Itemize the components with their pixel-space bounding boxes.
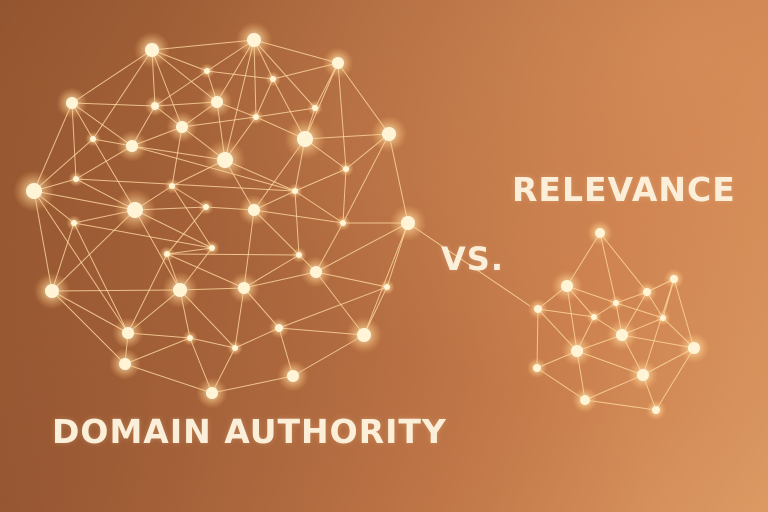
network-node [126, 140, 138, 152]
network-node [384, 284, 390, 290]
network-node [297, 131, 313, 147]
network-edge [294, 168, 347, 192]
network-node [145, 43, 159, 57]
network-edge [615, 302, 664, 319]
network-edge [166, 253, 300, 256]
network-node [169, 183, 175, 189]
network-node [71, 220, 77, 226]
node-glows [13, 21, 710, 421]
network-edge [255, 107, 316, 118]
network-node [173, 283, 187, 297]
network-node [652, 406, 660, 414]
network-edge [363, 222, 409, 336]
network-node [270, 76, 276, 82]
network-node [187, 335, 193, 341]
network-nodes [26, 33, 700, 414]
network-node [287, 370, 299, 382]
network-node [248, 204, 260, 216]
network-node [217, 152, 233, 168]
network-node [253, 114, 259, 120]
network-node [26, 183, 42, 199]
network-node [561, 280, 573, 292]
network-node [292, 188, 298, 194]
network-node [310, 266, 322, 278]
network-edge [342, 168, 347, 224]
network-node [238, 282, 250, 294]
network-node [66, 97, 78, 109]
network-node [119, 358, 131, 370]
network-node [637, 369, 649, 381]
network-node [45, 284, 59, 298]
network-edge [278, 286, 388, 329]
network-node [643, 288, 651, 296]
network-node [209, 245, 215, 251]
network-edge [337, 62, 347, 170]
versus-label: VS. [441, 240, 504, 278]
network-edge [294, 190, 344, 224]
network-edge [51, 289, 181, 292]
network-node [312, 105, 318, 111]
network-node [595, 228, 605, 238]
network-node [211, 96, 223, 108]
network-node [401, 216, 415, 230]
network-edge [642, 278, 675, 376]
network-node [533, 364, 541, 372]
network-edge [171, 185, 213, 249]
network-node [357, 328, 371, 342]
network-edge [75, 178, 296, 192]
network-edge [166, 206, 207, 255]
network-edge [294, 190, 300, 256]
network-node [204, 68, 210, 74]
network-node [73, 176, 79, 182]
network-node [382, 127, 396, 141]
network-node [534, 305, 542, 313]
network-node [127, 202, 143, 218]
network-node [296, 252, 302, 258]
network-node [580, 395, 590, 405]
network-node [613, 300, 619, 306]
network-node [232, 345, 238, 351]
network-node [340, 220, 346, 226]
network-node [591, 314, 597, 320]
network-node [332, 57, 344, 69]
network-node [670, 275, 678, 283]
network-node [164, 251, 170, 257]
network-edge [33, 190, 129, 334]
network-edge [73, 222, 213, 249]
relevance-label: RELEVANCE [512, 170, 736, 209]
domain-authority-label: DOMAIN AUTHORITY [52, 412, 447, 451]
network-node [203, 204, 209, 210]
network-node [660, 315, 666, 321]
network-edge [206, 70, 274, 80]
network-node [571, 345, 583, 357]
network-node [247, 33, 261, 47]
network-node [343, 166, 349, 172]
bridge-edge [407, 222, 531, 307]
network-node [176, 121, 188, 133]
network-edge [154, 70, 208, 107]
network-node [616, 329, 628, 341]
network-node [688, 342, 700, 354]
network-edge [73, 222, 129, 334]
network-node [206, 387, 218, 399]
network-node [275, 324, 283, 332]
network-node [90, 136, 96, 142]
network-node [151, 102, 159, 110]
network-node [122, 327, 134, 339]
